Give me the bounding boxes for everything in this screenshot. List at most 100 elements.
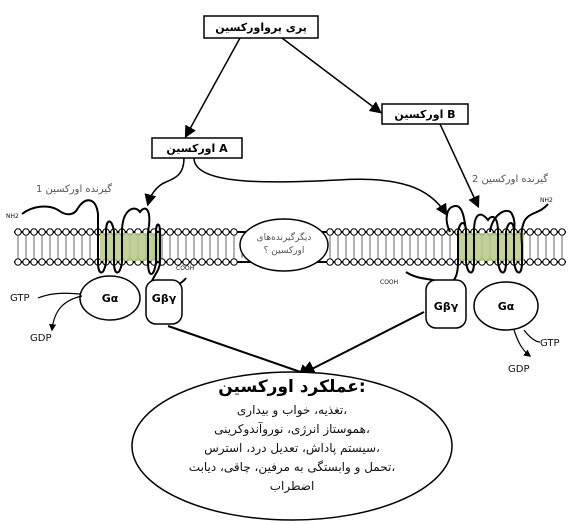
lipid-head-inner [30, 258, 38, 266]
lipid-head-outer [526, 228, 534, 236]
preproorexin-label: پری پرواورکسین [215, 21, 307, 34]
lipid-head-inner [166, 258, 174, 266]
arrow-orexin-b-to-r2 [439, 123, 480, 209]
g-betagamma-left [145, 279, 183, 325]
lipid-head-outer [558, 228, 566, 236]
lipid-head-outer [78, 228, 86, 236]
g-betagamma-right [425, 279, 467, 329]
orexin-a-box [151, 137, 243, 159]
lipid-head-inner [398, 258, 406, 266]
r2-cooh-label: COOH [380, 279, 398, 286]
lipid-head-inner [174, 258, 182, 266]
arrow-r2-to-function [299, 311, 425, 376]
orexin-function-ellipse [131, 371, 453, 521]
lipid-head-inner [222, 258, 230, 266]
lipid-head-inner [206, 258, 214, 266]
g-alpha-left-label: Gα [102, 292, 119, 305]
lipid-head-inner [14, 258, 22, 266]
lipid-head-inner [358, 258, 366, 266]
gtp-gdp-arrow-right [513, 329, 532, 357]
g-alpha-left [79, 275, 141, 321]
function-line-3: سیستم پاداش، تعدیل درد، استرس، [204, 441, 380, 456]
lipid-head-inner [38, 258, 46, 266]
orexin-a-label: اورکسین A [166, 142, 228, 155]
orexin-b-box [381, 103, 469, 125]
arrow-to-orexin-a [184, 37, 241, 139]
function-line-5: اضطراب [270, 479, 315, 494]
arrow-orexin-a-to-r1 [144, 157, 185, 207]
lipid-head-inner [382, 258, 390, 266]
lipid-head-outer [30, 228, 38, 236]
lipid-head-outer [174, 228, 182, 236]
gdp-right-label: GDP [508, 364, 529, 375]
lipid-head-outer [358, 228, 366, 236]
gtp-right-label: GTP [540, 338, 560, 349]
lipid-head-inner [542, 258, 550, 266]
arrow-orexin-a-to-r2 [193, 157, 448, 217]
lipid-head-inner [326, 258, 334, 266]
lipid-head-inner [22, 258, 30, 266]
lipid-head-outer [534, 228, 542, 236]
lipid-head-outer [22, 228, 30, 236]
arrow-to-orexin-b [281, 37, 382, 114]
lipid-head-outer [366, 228, 374, 236]
lipid-head-outer [350, 228, 358, 236]
r1-cooh-label: COOH [176, 265, 194, 272]
function-title: عملکرد اورکسین: [218, 377, 365, 397]
lipid-head-inner [414, 258, 422, 266]
gtp-gdp-arrow-left [48, 295, 83, 332]
lipid-head-inner [78, 258, 86, 266]
lipid-head-outer [222, 228, 230, 236]
lipid-head-outer [438, 228, 446, 236]
r2-nh2-label: NH2 [540, 197, 553, 204]
lipid-head-outer [342, 228, 350, 236]
lipid-head-outer [86, 228, 94, 236]
lipid-head-inner [374, 258, 382, 266]
lipid-head-outer [46, 228, 54, 236]
orexin-b-label: اورکسین B [394, 108, 455, 121]
lipid-head-outer [542, 228, 550, 236]
lipid-head-inner [70, 258, 78, 266]
lipid-head-outer [430, 228, 438, 236]
function-line-1: تغذیه، خواب و بیداری، [237, 403, 347, 418]
g-betagamma-right-label: Gβγ [434, 300, 459, 313]
lipid-head-outer [62, 228, 70, 236]
receptor-1-label: گیرنده اورکسین 1 [36, 183, 112, 195]
lipid-head-outer [406, 228, 414, 236]
lipid-head-inner [342, 258, 350, 266]
lipid-head-outer [206, 228, 214, 236]
lipid-head-outer [166, 228, 174, 236]
lipid-head-outer [398, 228, 406, 236]
lipid-head-inner [438, 258, 446, 266]
lipid-head-inner [86, 258, 94, 266]
lipid-head-inner [198, 258, 206, 266]
lipid-head-outer [326, 228, 334, 236]
lipid-head-outer [390, 228, 398, 236]
lipid-head-inner [366, 258, 374, 266]
lipid-head-inner [390, 258, 398, 266]
lipid-head-outer [374, 228, 382, 236]
lipid-head-inner [526, 258, 534, 266]
lipid-head-outer [414, 228, 422, 236]
receptor-1-helices [100, 233, 160, 261]
lipid-head-inner [534, 258, 542, 266]
g-betagamma-left-label: Gβγ [152, 292, 177, 305]
receptor-2-label: گیرنده اورکسین 2 [472, 173, 548, 185]
lipid-head-outer [422, 228, 430, 236]
lipid-head-outer [182, 228, 190, 236]
lipid-head-outer [70, 228, 78, 236]
lipid-head-inner [62, 258, 70, 266]
lipid-head-outer [14, 228, 22, 236]
r1-nh2-label: NH2 [6, 213, 19, 220]
lipid-head-outer [382, 228, 390, 236]
function-line-2: هموستاز انرژی، نوروآندوکرینی، [214, 421, 370, 437]
function-line-4: تحمل و وابستگی به مرفین، چاقی، دیابت، [189, 460, 395, 475]
lipid-head-outer [214, 228, 222, 236]
lipid-head-inner [46, 258, 54, 266]
lipid-head-inner [182, 258, 190, 266]
g-protein-left: Gα Gβγ [79, 275, 183, 325]
lipid-head-inner [430, 258, 438, 266]
arrow-r1-to-function [167, 325, 316, 380]
lipid-head-outer [550, 228, 558, 236]
